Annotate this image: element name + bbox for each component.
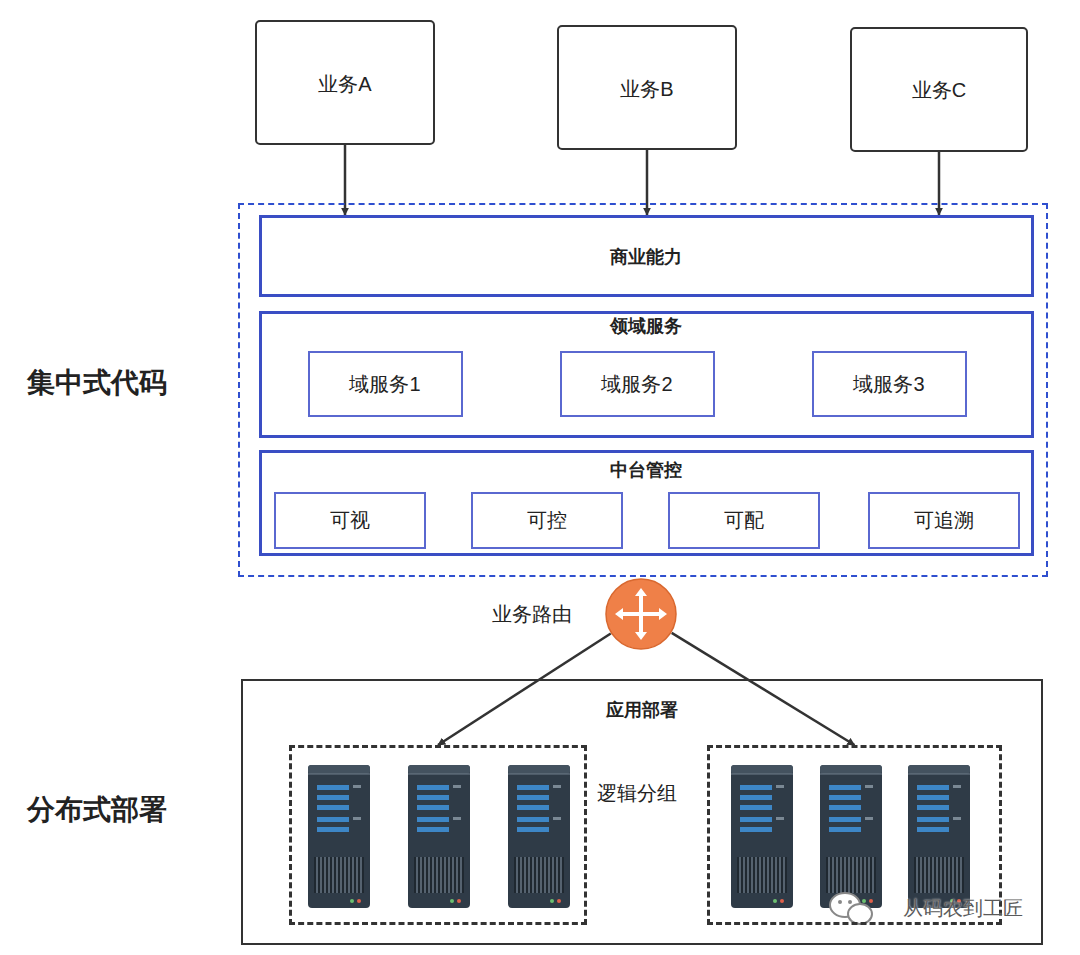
logic-group: 逻辑分组 [289,745,587,925]
router-circle: 业务路由 [605,578,677,650]
node-text: 可配 [724,508,764,532]
arrow-connector [646,150,649,215]
node-text: 可视 [330,508,370,532]
node-text: 应用部署 [606,700,678,722]
router-shape [605,578,677,650]
domain-service-box: 域服务2 [560,351,715,417]
domain-service-box: 域服务3 [812,351,967,417]
node-heading: 集中式代码 [27,366,167,400]
node-heading: 分布式部署 [27,793,167,827]
control-box: 可控 [471,492,623,549]
control-box: 可视 [274,492,426,549]
node-text: 域服务2 [601,372,672,396]
arrow-connector [938,152,941,215]
arrow-connector [438,634,611,745]
control-band: 中台管控可视 可控 可配 可追溯 [259,450,1034,556]
capability-band: 商业能力 [259,215,1034,297]
node-text: 业务A [318,72,371,96]
node-text: 中台管控 [610,460,682,482]
arrow-connector [672,633,855,745]
control-box: 可配 [668,492,820,549]
business-box: 业务A [255,20,435,145]
domain-service-box: 域服务1 [308,351,463,417]
business-box: 业务C [850,27,1028,152]
business-box: 业务B [557,25,737,150]
node-text: 业务B [620,77,673,101]
node-text: 领域服务 [610,316,682,338]
watermark: 从码农到工匠 [903,896,1023,920]
node-heading: 逻辑分组 [597,781,677,805]
code-region: 集中式代码商业能力领域服务域服务1域服务2域服务3中台管控可视可控可配可追溯 [238,203,1048,577]
control-box: 可追溯 [868,492,1020,549]
node-text: 可追溯 [914,508,974,532]
node-text: 商业能力 [610,247,682,269]
node-text: 业务C [912,78,966,102]
node-text: 域服务3 [853,372,924,396]
node-text: 可控 [527,508,567,532]
node-text: 域服务1 [349,372,420,396]
wechat-icon [830,893,872,924]
domain-band: 领域服务域服务1 域服务2 域服务3 [259,311,1034,438]
node-heading: 业务路由 [492,602,572,626]
